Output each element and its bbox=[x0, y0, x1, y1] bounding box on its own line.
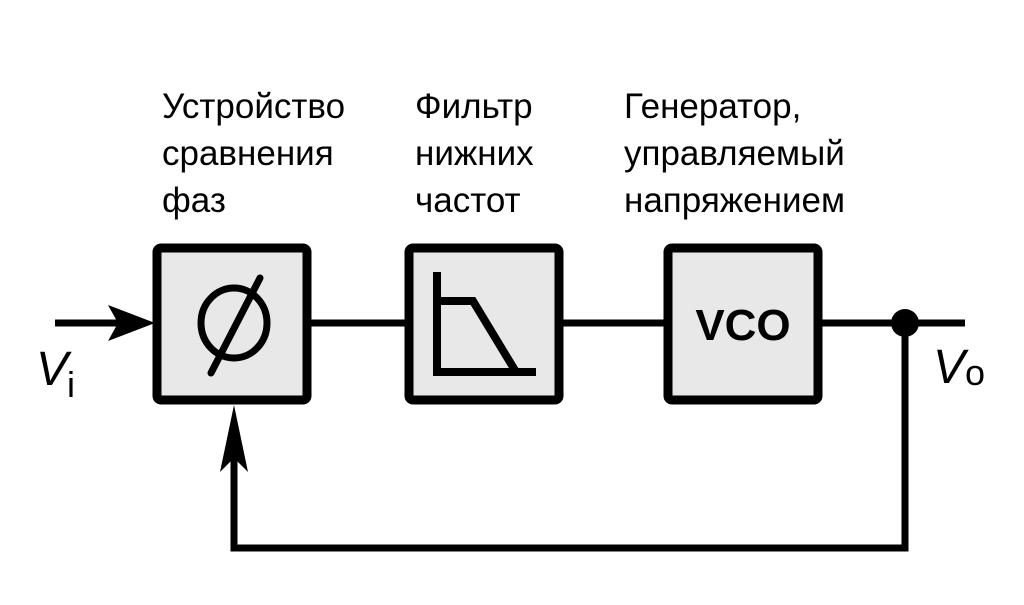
feedback-wire bbox=[230, 323, 909, 552]
phase-comparator-block bbox=[152, 243, 312, 405]
label-line: управляемый bbox=[624, 134, 845, 173]
label-line: напряжением bbox=[624, 181, 845, 220]
input-signal-label: V i bbox=[36, 343, 75, 405]
phase-comparator-label: Устройство сравнения фаз bbox=[162, 87, 345, 220]
label-line: частот bbox=[415, 181, 521, 220]
input-subscript: i bbox=[67, 364, 75, 405]
label-line: Фильтр bbox=[415, 87, 533, 126]
output-junction-dot bbox=[891, 309, 919, 337]
output-subscript: o bbox=[965, 352, 985, 393]
label-line: Устройство bbox=[162, 87, 345, 126]
lowpass-response-icon bbox=[433, 272, 536, 376]
low-pass-filter-label: Фильтр нижних частот bbox=[415, 87, 534, 220]
input-symbol: V bbox=[36, 343, 72, 396]
vco-block: VCO bbox=[663, 243, 823, 405]
low-pass-filter-block bbox=[404, 243, 564, 405]
input-arrow-icon bbox=[108, 305, 155, 341]
label-line: фаз bbox=[162, 181, 226, 220]
label-line: Генератор, bbox=[624, 87, 801, 126]
vco-label: Генератор, управляемый напряжением bbox=[624, 87, 845, 220]
label-line: сравнения bbox=[162, 134, 334, 173]
feedback-arrow-icon bbox=[220, 405, 248, 472]
phi-icon bbox=[197, 274, 271, 377]
output-symbol: V bbox=[933, 341, 969, 394]
output-signal-label: V o bbox=[933, 341, 985, 394]
label-line: нижних bbox=[415, 134, 534, 173]
vco-text: VCO bbox=[695, 301, 790, 350]
